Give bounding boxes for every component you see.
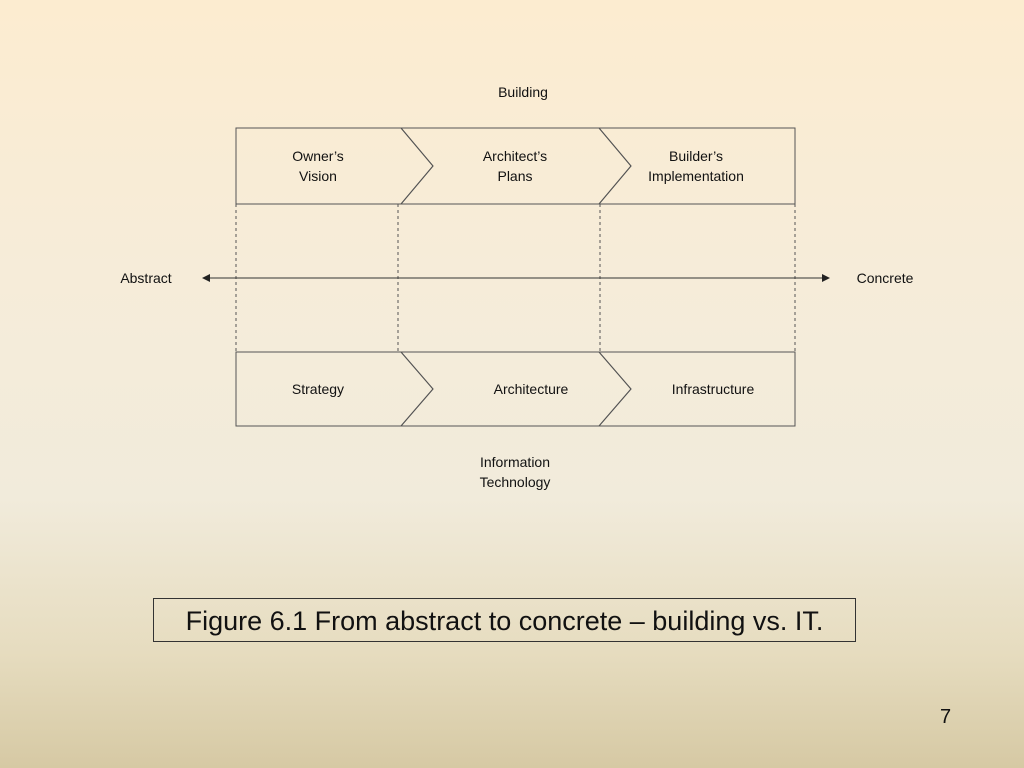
building-stage-2-label: Architect’s Plans <box>482 148 548 184</box>
building-stage-1-label: Owner’s Vision <box>292 148 344 184</box>
axis-left-label: Abstract <box>120 270 172 286</box>
it-stage-3-label: Infrastructure <box>671 381 755 397</box>
right-arrowhead-icon <box>822 274 830 282</box>
it-stage-1-label: Strategy <box>291 381 345 397</box>
building-stage-3-shape <box>597 127 796 205</box>
building-label: Building <box>498 84 548 100</box>
axis-right-label: Concrete <box>856 270 914 286</box>
it-label: Information Technology <box>479 454 551 490</box>
it-stage-3-shape <box>597 351 796 427</box>
abstract-concrete-axis <box>202 274 830 282</box>
it-stage-2-label: Architecture <box>493 381 569 397</box>
building-stage-3-label: Builder’s Implementation <box>648 148 744 184</box>
left-arrowhead-icon <box>202 274 210 282</box>
page-number: 7 <box>940 706 952 728</box>
figure-caption: Figure 6.1 From abstract to concrete – b… <box>153 598 856 642</box>
